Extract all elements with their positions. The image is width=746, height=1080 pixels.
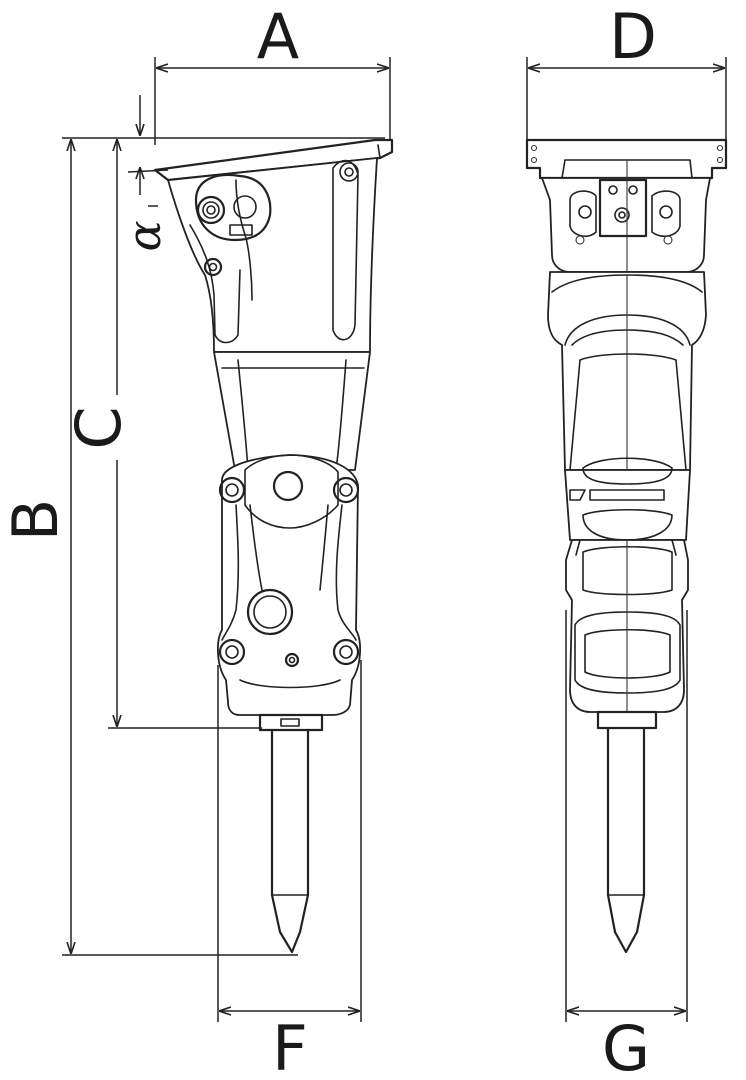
label-B: B xyxy=(0,499,72,542)
label-G: G xyxy=(602,1012,650,1080)
breaker-front-view xyxy=(525,138,728,954)
label-C: C xyxy=(62,406,135,449)
dimension-A xyxy=(154,57,391,145)
label-F: F xyxy=(272,1012,308,1080)
dimension-G xyxy=(565,610,688,1022)
label-A: A xyxy=(257,0,299,73)
dimension-F xyxy=(217,660,362,1022)
dimension-B xyxy=(62,137,385,956)
dimension-alpha xyxy=(127,95,169,207)
breaker-side-view xyxy=(153,138,394,954)
label-D: D xyxy=(609,0,657,73)
dimension-D xyxy=(526,57,727,140)
label-alpha: α xyxy=(117,220,171,251)
dimension-C xyxy=(108,140,262,729)
